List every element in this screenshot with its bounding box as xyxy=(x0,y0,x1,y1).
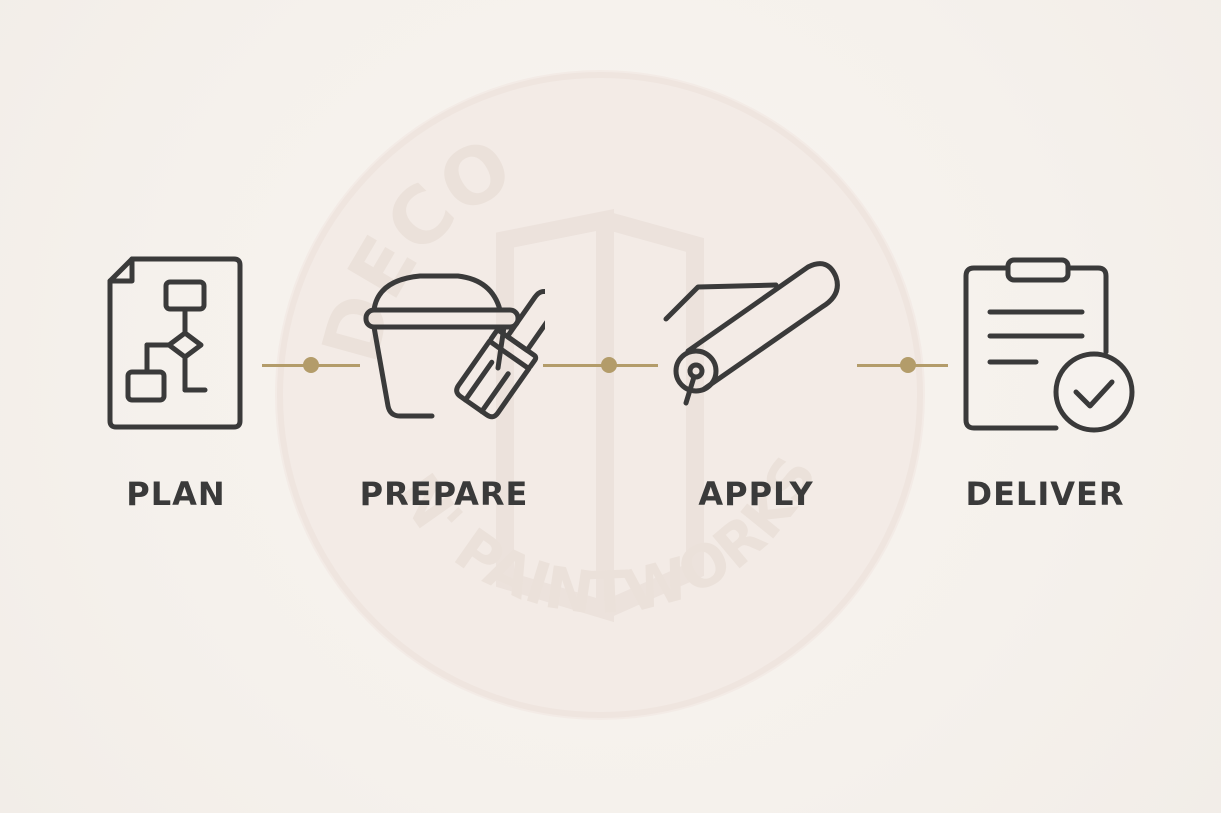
step-label-prepare: PREPARE xyxy=(359,475,529,513)
watermark-logo: DECO N' PAINTWORKS xyxy=(275,70,925,720)
connector-plan-prepare xyxy=(262,357,360,373)
connector-dot xyxy=(601,357,617,373)
paint-roller-icon xyxy=(663,261,840,406)
step-label-plan: PLAN xyxy=(126,475,226,513)
step-label-deliver: DELIVER xyxy=(965,475,1125,513)
connector-dot xyxy=(900,357,916,373)
connector-prepare-apply xyxy=(543,357,658,373)
clipboard-check-icon xyxy=(963,257,1135,433)
connector-dot xyxy=(303,357,319,373)
paint-bucket-brush-icon xyxy=(363,273,545,420)
flowchart-document-icon xyxy=(107,256,243,430)
connector-apply-deliver xyxy=(857,357,948,373)
step-label-apply: APPLY xyxy=(698,475,814,513)
